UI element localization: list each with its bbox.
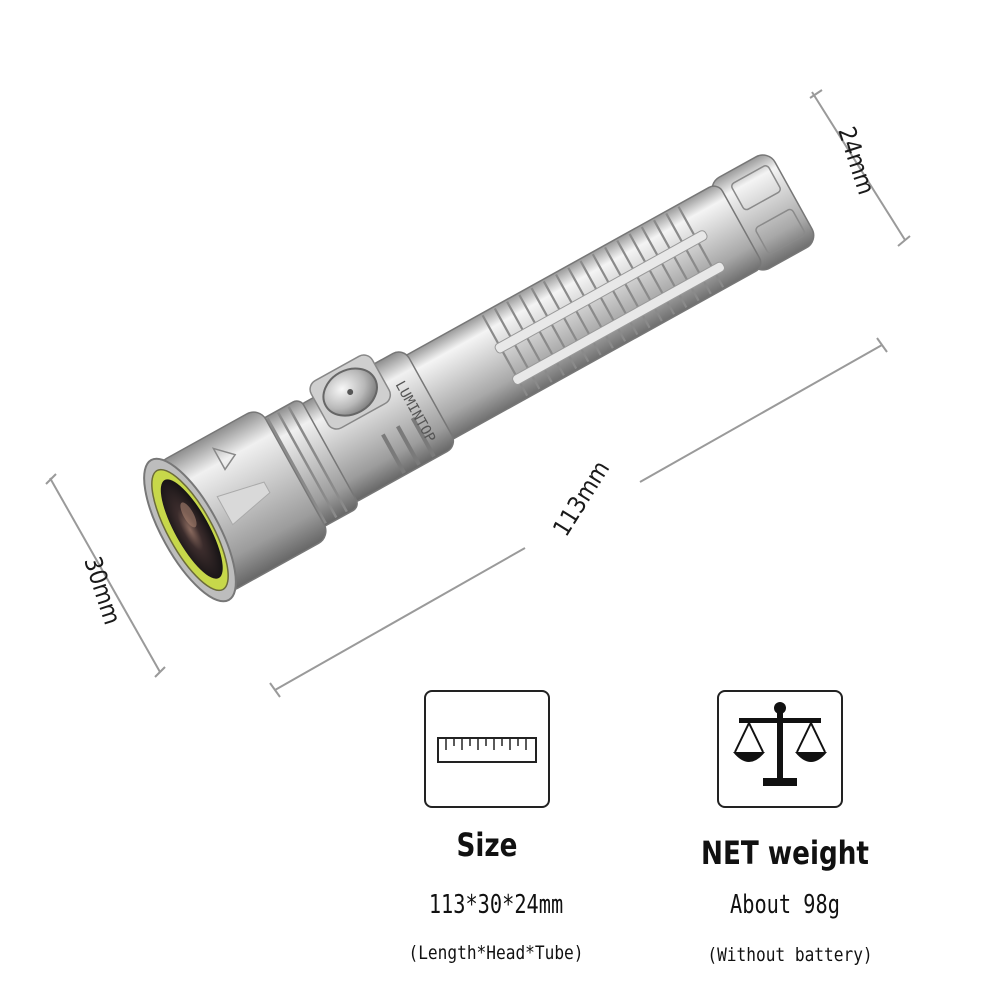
size-value: 113*30*24mm (428, 890, 564, 920)
weight-value: About 98g (730, 890, 840, 920)
tube-diameter-label: 24mm (832, 123, 880, 198)
tube-dimension-line (809, 89, 911, 247)
size-title: Size (456, 826, 518, 864)
weight-icon-box (717, 690, 843, 808)
head-dimension-line (45, 473, 166, 678)
weight-title: NET weight (701, 834, 869, 872)
flashlight-body: LUMINTOP (143, 154, 815, 603)
head-diameter-label: 30mm (78, 553, 126, 628)
power-button[interactable] (306, 351, 393, 432)
weight-note: (Without battery) (707, 944, 873, 966)
size-icon-box (424, 690, 550, 808)
length-label: 113mm (547, 456, 615, 541)
logo-triangle (211, 447, 237, 471)
balance-scale-icon (733, 702, 827, 786)
ruler-icon (437, 737, 537, 763)
lens (160, 479, 223, 579)
length-dimension-line (269, 337, 888, 698)
size-note: (Length*Head*Tube) (408, 942, 584, 964)
